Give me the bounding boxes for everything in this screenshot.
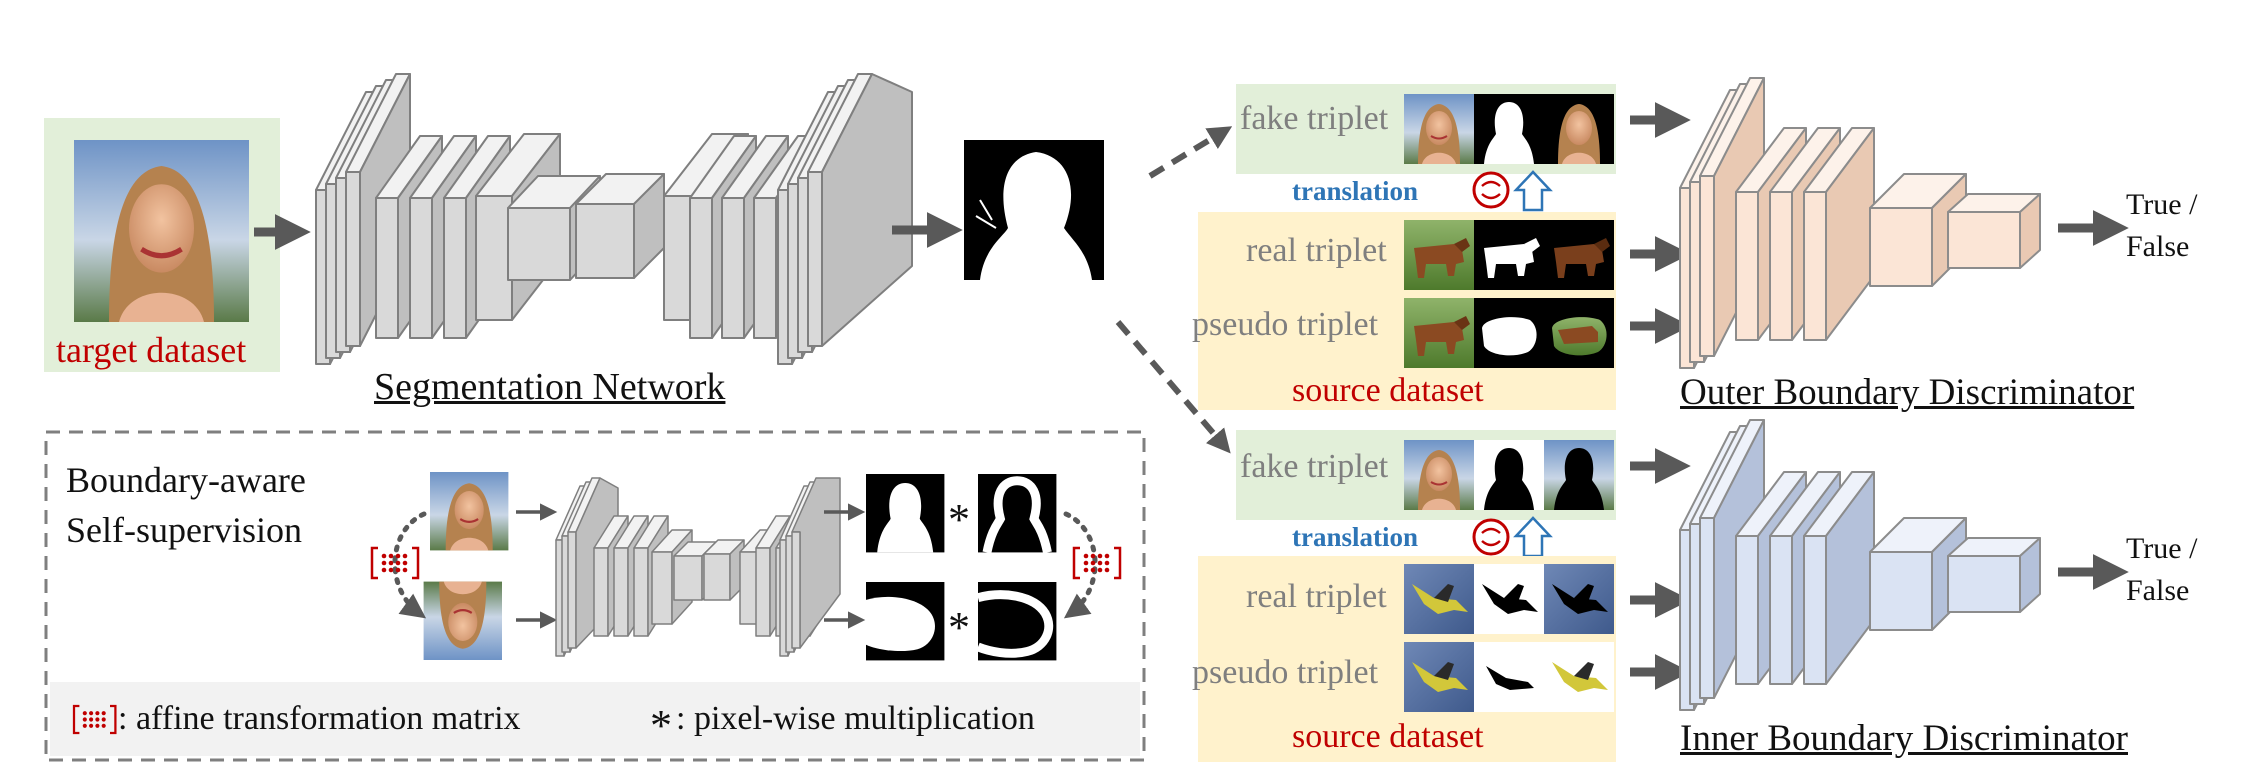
dotted-arrow-left [392,511,427,619]
source-dataset-bottom-label: source dataset [1292,718,1484,755]
real-triplet-top-label: real triplet [1246,232,1387,269]
translation-up-arrow-icon-top [1513,170,1553,212]
dashed-arrow-to-inner-fake [1115,320,1231,454]
translation-bottom-label: translation [1292,522,1419,552]
translation-swap-icon-top [1472,171,1510,209]
fake-triplet-bottom-image-1 [1403,439,1475,511]
inner-boundary-discriminator-label: Inner Boundary Discriminator [1680,718,2128,759]
pseudo-triplet-bottom-image-3 [1544,642,1614,712]
multiply-symbol-bottom: * [948,603,970,652]
real-triplet-top-image-2 [1474,220,1544,290]
real-triplet-bottom-label: real triplet [1246,578,1387,615]
mini-segmentation-network [555,477,841,657]
pseudo-triplet-bottom-image-2 [1474,642,1544,712]
true-false-bottom-line2: False [2126,574,2190,607]
affine-matrix-icon-legend [72,704,117,735]
self-sup-face-transformed [422,580,504,662]
affine-matrix-icon-left [370,546,420,580]
segmentation-network [315,73,913,365]
outer-boundary-discriminator [1679,77,2041,369]
legend-pixelwise-label: : pixel-wise multiplication [676,700,1035,737]
legend-strip [50,682,1140,756]
real-triplet-bottom-image-3 [1544,564,1614,634]
dashed-arrow-to-outer-fake [1148,126,1233,179]
segmentation-network-label: Segmentation Network [374,366,726,408]
real-triplet-bottom-image-1 [1404,564,1474,634]
source-dataset-top-label: source dataset [1292,372,1484,409]
target-image [74,140,249,322]
fake-triplet-bottom-image-2 [1474,440,1544,510]
pseudo-triplet-top-label: pseudo triplet [1192,306,1379,343]
legend-affine-label: : affine transformation matrix [118,700,521,737]
translation-swap-icon-bottom [1472,518,1510,556]
pseudo-triplet-top-image-3 [1544,298,1614,368]
pseudo-triplet-bottom-label: pseudo triplet [1192,654,1379,691]
predicted-mask [964,140,1104,280]
dotted-arrow-right [1063,511,1098,619]
fake-triplet-top-image-3 [1544,94,1614,164]
multiply-symbol-top: * [948,495,970,544]
self-sup-boundary-top [978,474,1057,554]
true-false-top-line1: True / [2126,188,2198,221]
target-dataset-label: target dataset [56,330,247,370]
pseudo-triplet-top-image-1 [1404,298,1474,368]
legend-multiply-symbol: * [650,701,672,750]
pseudo-triplet-top-image-2 [1474,298,1544,368]
affine-matrix-icon-right [1072,546,1122,580]
self-sup-boundary-bottom [976,582,1057,661]
outer-boundary-discriminator-label: Outer Boundary Discriminator [1680,372,2135,413]
translation-top-label: translation [1292,176,1419,206]
self-supervision-title-line2: Self-supervision [66,510,302,550]
self-sup-mask-bottom [866,582,945,661]
fake-triplet-bottom-image-3 [1544,440,1614,510]
fake-triplet-bottom-label: fake triplet [1240,448,1389,485]
self-sup-face-original [428,470,510,552]
fake-triplet-top-label: fake triplet [1240,100,1389,137]
true-false-top-line2: False [2126,230,2190,263]
fake-triplet-top-image-1 [1403,93,1475,165]
true-false-bottom-line1: True / [2126,532,2198,565]
inner-boundary-discriminator [1679,419,2041,711]
fake-triplet-top-image-2 [1474,94,1544,164]
self-sup-mask-top [866,474,945,553]
self-supervision-title-line1: Boundary-aware [66,460,306,500]
real-triplet-top-image-3 [1544,220,1614,290]
pseudo-triplet-bottom-image-1 [1404,642,1474,712]
translation-up-arrow-icon-bottom [1513,516,1553,558]
real-triplet-bottom-image-2 [1474,564,1544,634]
real-triplet-top-image-1 [1404,220,1474,290]
